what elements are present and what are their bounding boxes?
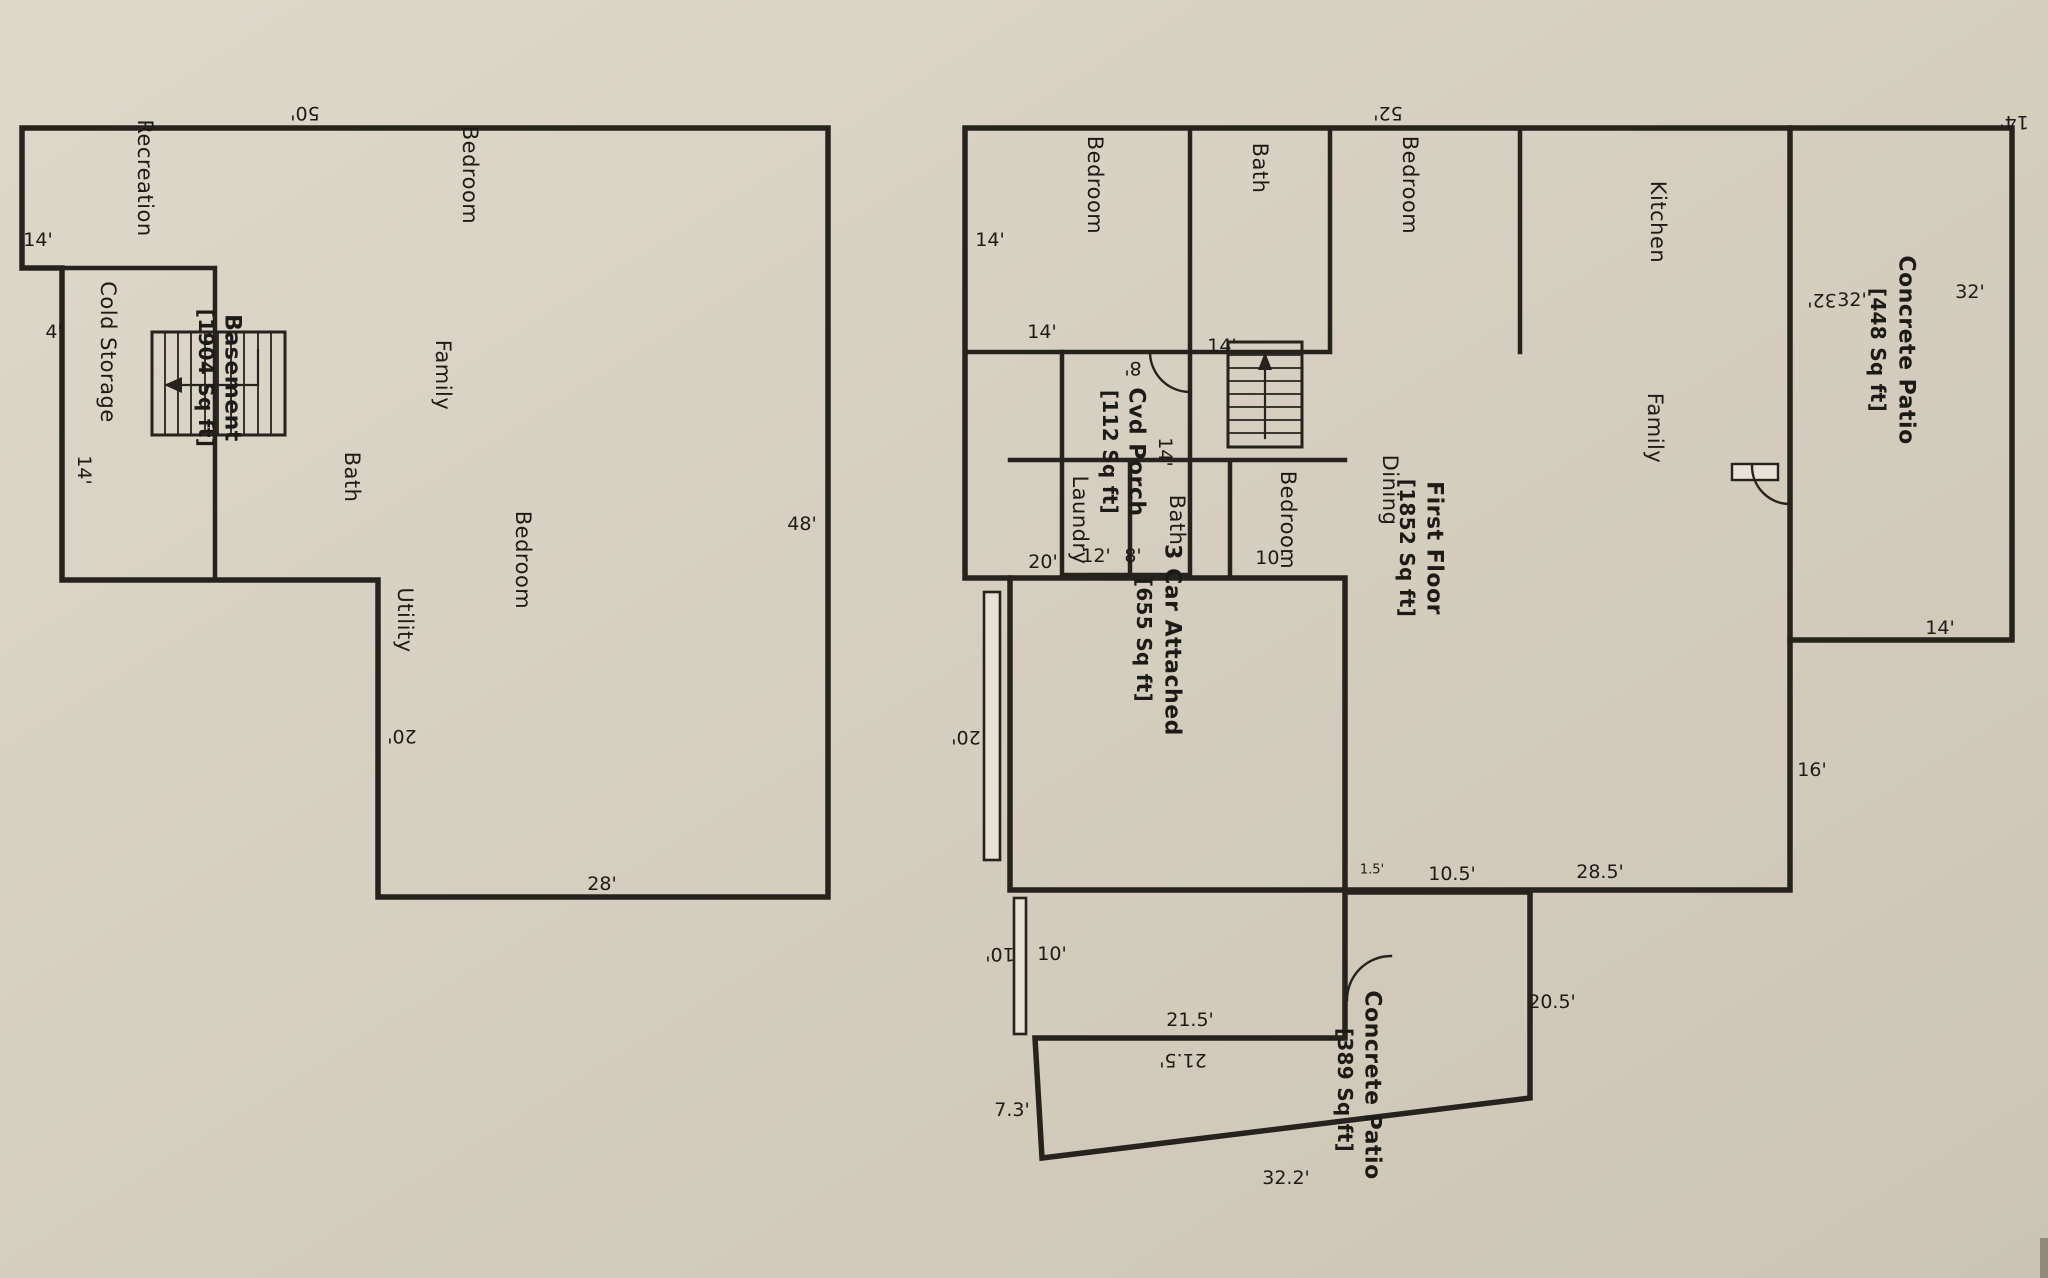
basement-area: [1904 Sq ft] xyxy=(194,309,218,447)
rear-patio-dim-right: 32' xyxy=(1955,281,1984,303)
porch-dim-bottom-left: 12' xyxy=(1081,545,1110,567)
side-patio-dim-right: 20.5' xyxy=(1528,991,1576,1013)
plan-labels: Recreation Bedroom Cold Storage Basement… xyxy=(23,102,2028,1189)
rear-patio-title: Concrete Patio xyxy=(1894,255,1919,444)
basement-dim-cold-storage: 14' xyxy=(73,455,95,484)
basement-room-label-bedroom-lower: Bedroom xyxy=(511,511,535,609)
covered-porch-title: Cvd Porch xyxy=(1124,387,1149,516)
walkway-dim-right: 10' xyxy=(1037,943,1066,965)
side-patio-title: Concrete Patio xyxy=(1360,990,1385,1179)
rear-patio-dim-top: 14' xyxy=(1999,111,2028,133)
first-floor-title: First Floor xyxy=(1422,481,1447,615)
side-patio-dim-top-inner: 21.5' xyxy=(1159,1049,1207,1071)
rear-patio-dim-bottom: 14' xyxy=(1925,617,1954,639)
stairs-dim-bottom: 10' xyxy=(1255,547,1284,569)
side-patio-dim-top-outer: 21.5' xyxy=(1166,1009,1214,1031)
first-floor-dim-top: 52' xyxy=(1373,102,1402,124)
side-patio-dim-left: 7.3' xyxy=(994,1099,1029,1121)
scan-edge-artifact xyxy=(2040,1238,2048,1278)
sidewalk-strip xyxy=(982,590,1002,862)
side-patio-area: [389 Sq ft] xyxy=(1333,1028,1357,1152)
walkway-dim-left: 10' xyxy=(985,943,1014,965)
basement-cold-storage-wall xyxy=(59,265,218,583)
first-floor-room-label-family: Family xyxy=(1643,393,1667,464)
first-floor-room-label-bedroom-left: Bedroom xyxy=(1083,136,1107,234)
basement-dim-right: 48' xyxy=(787,513,816,535)
covered-porch-area: [112 Sq ft] xyxy=(1098,390,1122,514)
garage-wall xyxy=(1007,575,1348,893)
first-floor-dim-bedroom-width: 14' xyxy=(1027,321,1056,343)
basement-stairs-arrowhead xyxy=(164,377,182,393)
stairs-dim-top: 14' xyxy=(1207,335,1236,357)
first-floor-room-label-kitchen: Kitchen xyxy=(1646,181,1670,263)
basement-dim-top: 50' xyxy=(290,102,319,124)
first-floor-dim-bottom-jog: 1.5' xyxy=(1360,863,1384,878)
side-patio-dim-bottom: 32.2' xyxy=(1262,1167,1310,1189)
porch-door-arc xyxy=(1148,350,1192,394)
first-floor-room-label-bedroom-mid: Bedroom xyxy=(1398,136,1422,234)
covered-porch-wall xyxy=(1059,349,1193,578)
first-floor-interior-walls-lower xyxy=(1007,457,1348,581)
first-floor-dim-bottom-left: 10.5' xyxy=(1428,863,1476,885)
basement-room-label-family: Family xyxy=(431,340,455,411)
side-patio-wall xyxy=(1032,889,1533,1162)
basement-title: Basement xyxy=(220,314,245,442)
rear-patio-dim-wall-b: 32' xyxy=(1837,289,1866,311)
first-floor-room-label-laundry: Laundry xyxy=(1068,475,1092,564)
garage-dim-left: 20' xyxy=(951,726,980,748)
porch-dim-depth: 14' xyxy=(1154,437,1176,466)
first-floor-dim-left-upper: 14' xyxy=(975,229,1004,251)
basement-room-label-bedroom-upper: Bedroom xyxy=(458,126,482,224)
basement-dim-notch: 20' xyxy=(387,725,416,747)
basement-room-label-bath: Bath xyxy=(340,452,364,503)
first-floor-room-label-bath-lower: Bath xyxy=(1165,495,1189,546)
first-floor-room-label-bath-top: Bath xyxy=(1248,143,1272,194)
window-feature xyxy=(1730,462,1780,482)
garage-title: 3 Car Attached xyxy=(1160,544,1185,736)
rear-patio-wall xyxy=(1787,125,2015,643)
rear-patio-area: [448 Sq ft] xyxy=(1866,288,1890,412)
first-floor-room-label-bedroom-lower: Bedroom xyxy=(1276,471,1300,569)
laundry-dim: 20' xyxy=(1028,551,1057,573)
garage-area: [655 Sq ft] xyxy=(1132,578,1156,702)
basement-dim-left-jog: 4' xyxy=(45,321,62,343)
first-floor-dim-bottom-right: 28.5' xyxy=(1576,861,1624,883)
first-floor-area: [1852 Sq ft] xyxy=(1395,479,1419,617)
basement-outline-wall xyxy=(19,125,831,900)
side-patio-door-arc xyxy=(1345,954,1393,1002)
basement-room-label-utility: Utility xyxy=(393,587,417,652)
wall-linework xyxy=(19,125,2015,1162)
basement-room-label-recreation: Recreation xyxy=(133,119,157,236)
rear-patio-dim-wall-a: 32' xyxy=(1807,289,1836,311)
first-floor-stairs-arrowhead xyxy=(1258,352,1272,370)
basement-stairs-direction-arrow xyxy=(178,348,260,387)
first-floor-room-label-dining: Dining xyxy=(1378,455,1402,526)
basement-dim-bottom: 28' xyxy=(587,873,616,895)
basement-dim-left-upper: 14' xyxy=(23,229,52,251)
porch-dim-top: 8' xyxy=(1124,357,1141,379)
first-floor-dim-right-lower: 16' xyxy=(1797,759,1826,781)
first-floor-interior-walls-top xyxy=(962,125,1523,355)
walkway-strip xyxy=(1012,896,1028,1036)
family-patio-door-arc xyxy=(1750,464,1792,506)
porch-dim-bottom-right: 8' xyxy=(1124,545,1141,567)
basement-room-label-cold-storage: Cold Storage xyxy=(96,281,120,423)
